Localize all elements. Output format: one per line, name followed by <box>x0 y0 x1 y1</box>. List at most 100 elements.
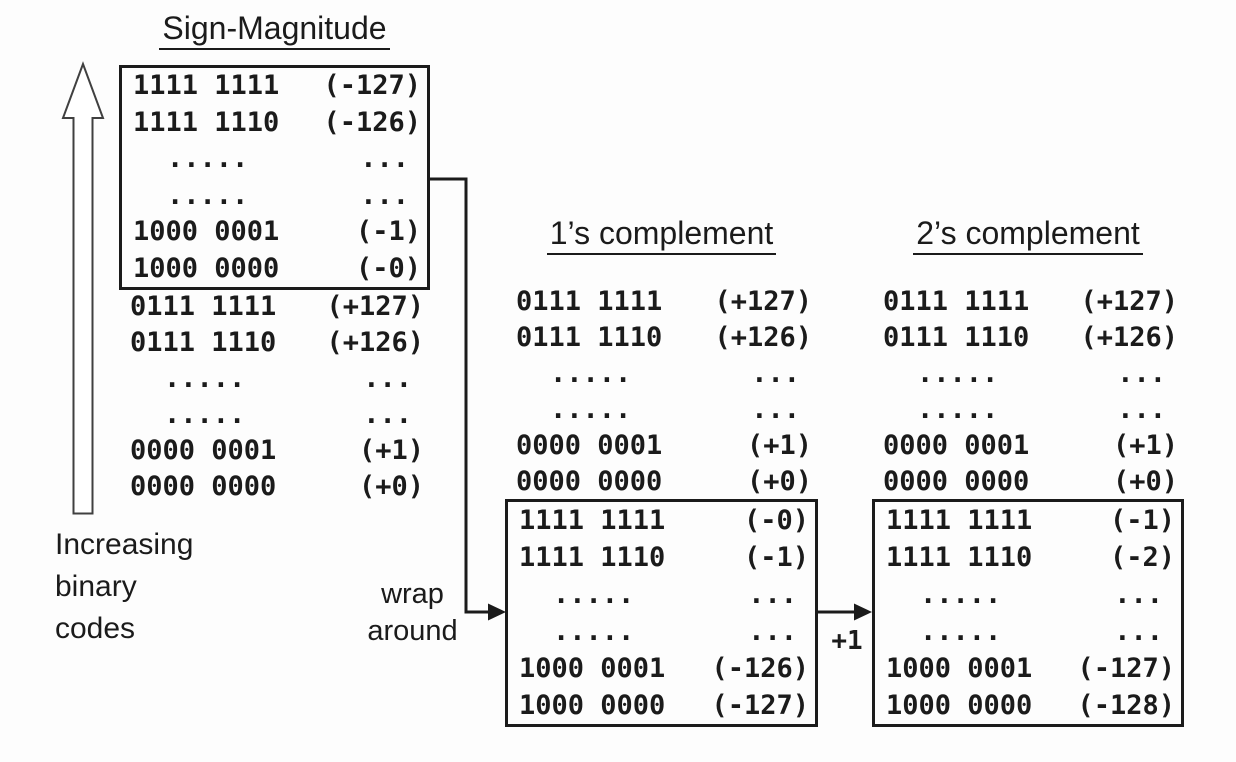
binary-code: 1111 1111 <box>886 505 1033 536</box>
wrap-around-connector <box>429 177 506 621</box>
decimal-value: ... <box>1114 616 1163 647</box>
table-row-ellipsis: ..... ... <box>119 361 430 397</box>
table-row: 1000 0001 (-127) <box>875 650 1181 687</box>
table-row-ellipsis: ..... ... <box>505 392 818 428</box>
table-row: 1111 1111 (-0) <box>508 502 815 539</box>
table-row-ellipsis: ..... ... <box>119 397 430 433</box>
decimal-value: ... <box>748 616 797 647</box>
table-row: 0111 1110 (+126) <box>872 320 1184 356</box>
decimal-value: (-1) <box>355 216 421 247</box>
binary-code: 0111 1110 <box>516 322 663 353</box>
label-line: binary <box>55 570 137 603</box>
decimal-value: (+0) <box>1112 466 1178 497</box>
binary-code: 1111 1110 <box>519 542 666 573</box>
ones-complement-title: 1’s complement <box>505 215 818 255</box>
decimal-value: ... <box>1117 394 1166 425</box>
decimal-value: (-127) <box>711 690 809 721</box>
binary-code: ..... <box>164 363 246 394</box>
label-line: wrap <box>381 578 444 610</box>
decimal-value: (+0) <box>746 466 812 497</box>
binary-code: 1111 1110 <box>133 106 280 138</box>
binary-code: 0111 1111 <box>516 286 663 317</box>
ones-complement-title-text: 1’s complement <box>546 215 777 255</box>
twos-complement-negative-box: 1111 1111 (-1) 1111 1110 (-2) ..... ... … <box>872 499 1184 727</box>
decimal-value: ... <box>360 179 409 211</box>
table-row: 0000 0000 (+0) <box>119 469 430 505</box>
decimal-value: ... <box>748 579 797 610</box>
table-row-ellipsis: ..... ... <box>122 141 427 178</box>
table-row-ellipsis: ..... ... <box>875 576 1181 613</box>
binary-code: 0000 0001 <box>516 430 663 461</box>
binary-code: 0000 0001 <box>883 430 1030 461</box>
decimal-value: (+126) <box>714 322 812 353</box>
decimal-value: (-1) <box>743 542 809 573</box>
decimal-value: (-0) <box>743 505 809 536</box>
decimal-value: (-126) <box>711 653 809 684</box>
decimal-value: (+127) <box>714 286 812 317</box>
wrap-around-label: wrap around <box>350 576 475 650</box>
decimal-value: ... <box>751 394 800 425</box>
binary-code: ..... <box>167 143 249 174</box>
decimal-value: ... <box>363 399 412 430</box>
binary-code: 1000 0000 <box>133 252 280 284</box>
binary-code: 1111 1110 <box>886 542 1033 573</box>
decimal-value: (-127) <box>1077 653 1175 684</box>
table-row: 1000 0001 (-1) <box>122 214 427 251</box>
table-row-ellipsis: ..... ... <box>508 576 815 613</box>
decimal-value: (+1) <box>746 430 812 461</box>
binary-code: ..... <box>164 399 246 430</box>
sign-magnitude-title: Sign-Magnitude <box>119 10 430 50</box>
binary-code: ..... <box>553 616 635 647</box>
decimal-value: (-126) <box>323 106 421 138</box>
decimal-value: (+127) <box>326 291 424 322</box>
table-row: 0000 0001 (+1) <box>505 428 818 464</box>
decimal-value: (+127) <box>1080 286 1178 317</box>
arrowhead-right-icon <box>488 603 506 621</box>
decimal-value: ... <box>1114 579 1163 610</box>
table-row-ellipsis: ..... ... <box>872 356 1184 392</box>
table-row: 0111 1111 (+127) <box>119 289 430 325</box>
ones-complement-positive-list: 0111 1111 (+127) 0111 1110 (+126) ..... … <box>505 284 818 500</box>
twos-complement-title: 2’s complement <box>872 215 1184 255</box>
table-row: 0000 0001 (+1) <box>872 428 1184 464</box>
binary-code: ..... <box>920 579 1002 610</box>
sign-magnitude-positive-list: 0111 1111 (+127) 0111 1110 (+126) ..... … <box>119 289 430 505</box>
decimal-value: (+1) <box>358 435 424 466</box>
decimal-value: ... <box>363 363 412 394</box>
binary-code: ..... <box>917 394 999 425</box>
binary-code: 0111 1110 <box>130 327 277 358</box>
binary-code: 1000 0001 <box>886 653 1033 684</box>
table-row: 1111 1111 (-1) <box>875 502 1181 539</box>
sign-magnitude-title-text: Sign-Magnitude <box>159 10 390 50</box>
table-row: 0000 0000 (+0) <box>505 464 818 500</box>
decimal-value: (+0) <box>358 471 424 502</box>
binary-code: 1000 0000 <box>519 690 666 721</box>
decimal-value: ... <box>1117 358 1166 389</box>
binary-code: 1000 0001 <box>519 653 666 684</box>
arrowhead-right-icon <box>854 603 872 621</box>
table-row-ellipsis: ..... ... <box>875 613 1181 650</box>
decimal-value: (-2) <box>1109 542 1175 573</box>
binary-code: ..... <box>917 358 999 389</box>
binary-code: 0000 0000 <box>516 466 663 497</box>
binary-code: 0111 1110 <box>883 322 1030 353</box>
binary-code: 1111 1111 <box>133 70 280 101</box>
binary-code: 1000 0000 <box>886 690 1033 721</box>
label-line: codes <box>55 612 136 645</box>
decimal-value: ... <box>360 143 409 174</box>
table-row-ellipsis: ..... ... <box>508 613 815 650</box>
table-row: 0111 1111 (+127) <box>505 284 818 320</box>
label-line: Increasing <box>55 528 194 561</box>
decimal-value: (-128) <box>1077 690 1175 721</box>
label-line: around <box>367 615 458 647</box>
binary-code: ..... <box>920 616 1002 647</box>
binary-code: 0000 0001 <box>130 435 277 466</box>
binary-code: 0111 1111 <box>883 286 1030 317</box>
table-row: 1000 0001 (-126) <box>508 650 815 687</box>
binary-code: 0000 0000 <box>883 466 1030 497</box>
table-row: 0000 0001 (+1) <box>119 433 430 469</box>
binary-code: ..... <box>550 358 632 389</box>
binary-code: 1000 0001 <box>133 216 280 247</box>
table-row: 1111 1110 (-2) <box>875 539 1181 576</box>
